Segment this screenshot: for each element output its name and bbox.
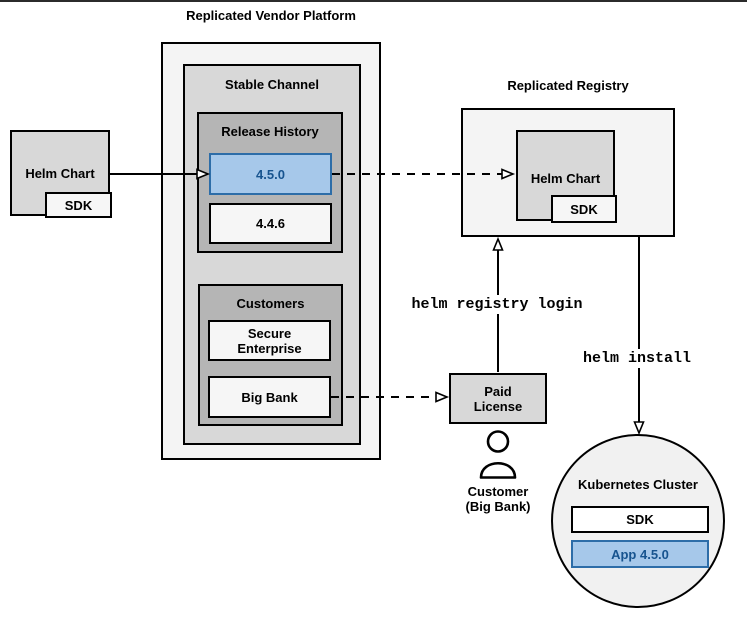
release-4-5-0: 4.5.0 [209,153,332,195]
paid-license-box: Paid License [449,373,547,424]
cluster-app-label: App 4.5.0 [611,546,669,562]
customer-secure-enterprise: Secure Enterprise [208,320,331,361]
cluster-app-box: App 4.5.0 [571,540,709,568]
cluster-sdk-box: SDK [571,506,709,533]
helm-install-label: helm install [579,349,695,368]
customer-secure-enterprise-label: Secure Enterprise [237,325,302,356]
registry-title: Replicated Registry [507,78,629,93]
vendor-sdk-label: SDK [64,197,93,213]
window-edge [0,0,747,2]
cluster-sdk-label: SDK [626,512,654,527]
customer-big-bank: Big Bank [208,376,331,418]
registry-helm-chart-label: Helm Chart [530,171,601,186]
paid-license-label: Paid License [473,383,523,414]
helm-registry-login-label: helm registry login [408,295,586,314]
stable-channel-title: Stable Channel [225,77,319,92]
registry-box: Helm Chart SDK [461,108,675,237]
release-history-title: Release History [221,124,319,139]
customer-label-line1: Customer [467,484,529,499]
customers-title: Customers [236,296,305,311]
registry-helm-chart-box: Helm Chart SDK [516,130,617,223]
arrow-registry-to-cluster [633,237,645,436]
k8s-cluster-circle: Kubernetes Cluster SDK App 4.5.0 [551,434,725,608]
vendor-helm-chart-box: Helm Chart SDK [10,130,112,218]
platform-title: Replicated Vendor Platform [186,8,356,23]
vendor-sdk-box: SDK [45,192,112,218]
customer-big-bank-label: Big Bank [241,389,298,405]
release-4-5-0-label: 4.5.0 [256,166,285,182]
vendor-helm-chart-label: Helm Chart [25,166,95,181]
customer-label-line2: (Big Bank) [465,499,531,514]
customer-person-icon [479,430,517,479]
release-4-4-6: 4.4.6 [209,203,332,244]
release-4-4-6-label: 4.4.6 [256,216,285,231]
registry-sdk-box: SDK [551,195,617,223]
registry-sdk-label: SDK [570,201,598,217]
customer-label: Customer (Big Bank) [466,484,531,514]
k8s-cluster-title: Kubernetes Cluster [578,477,698,492]
